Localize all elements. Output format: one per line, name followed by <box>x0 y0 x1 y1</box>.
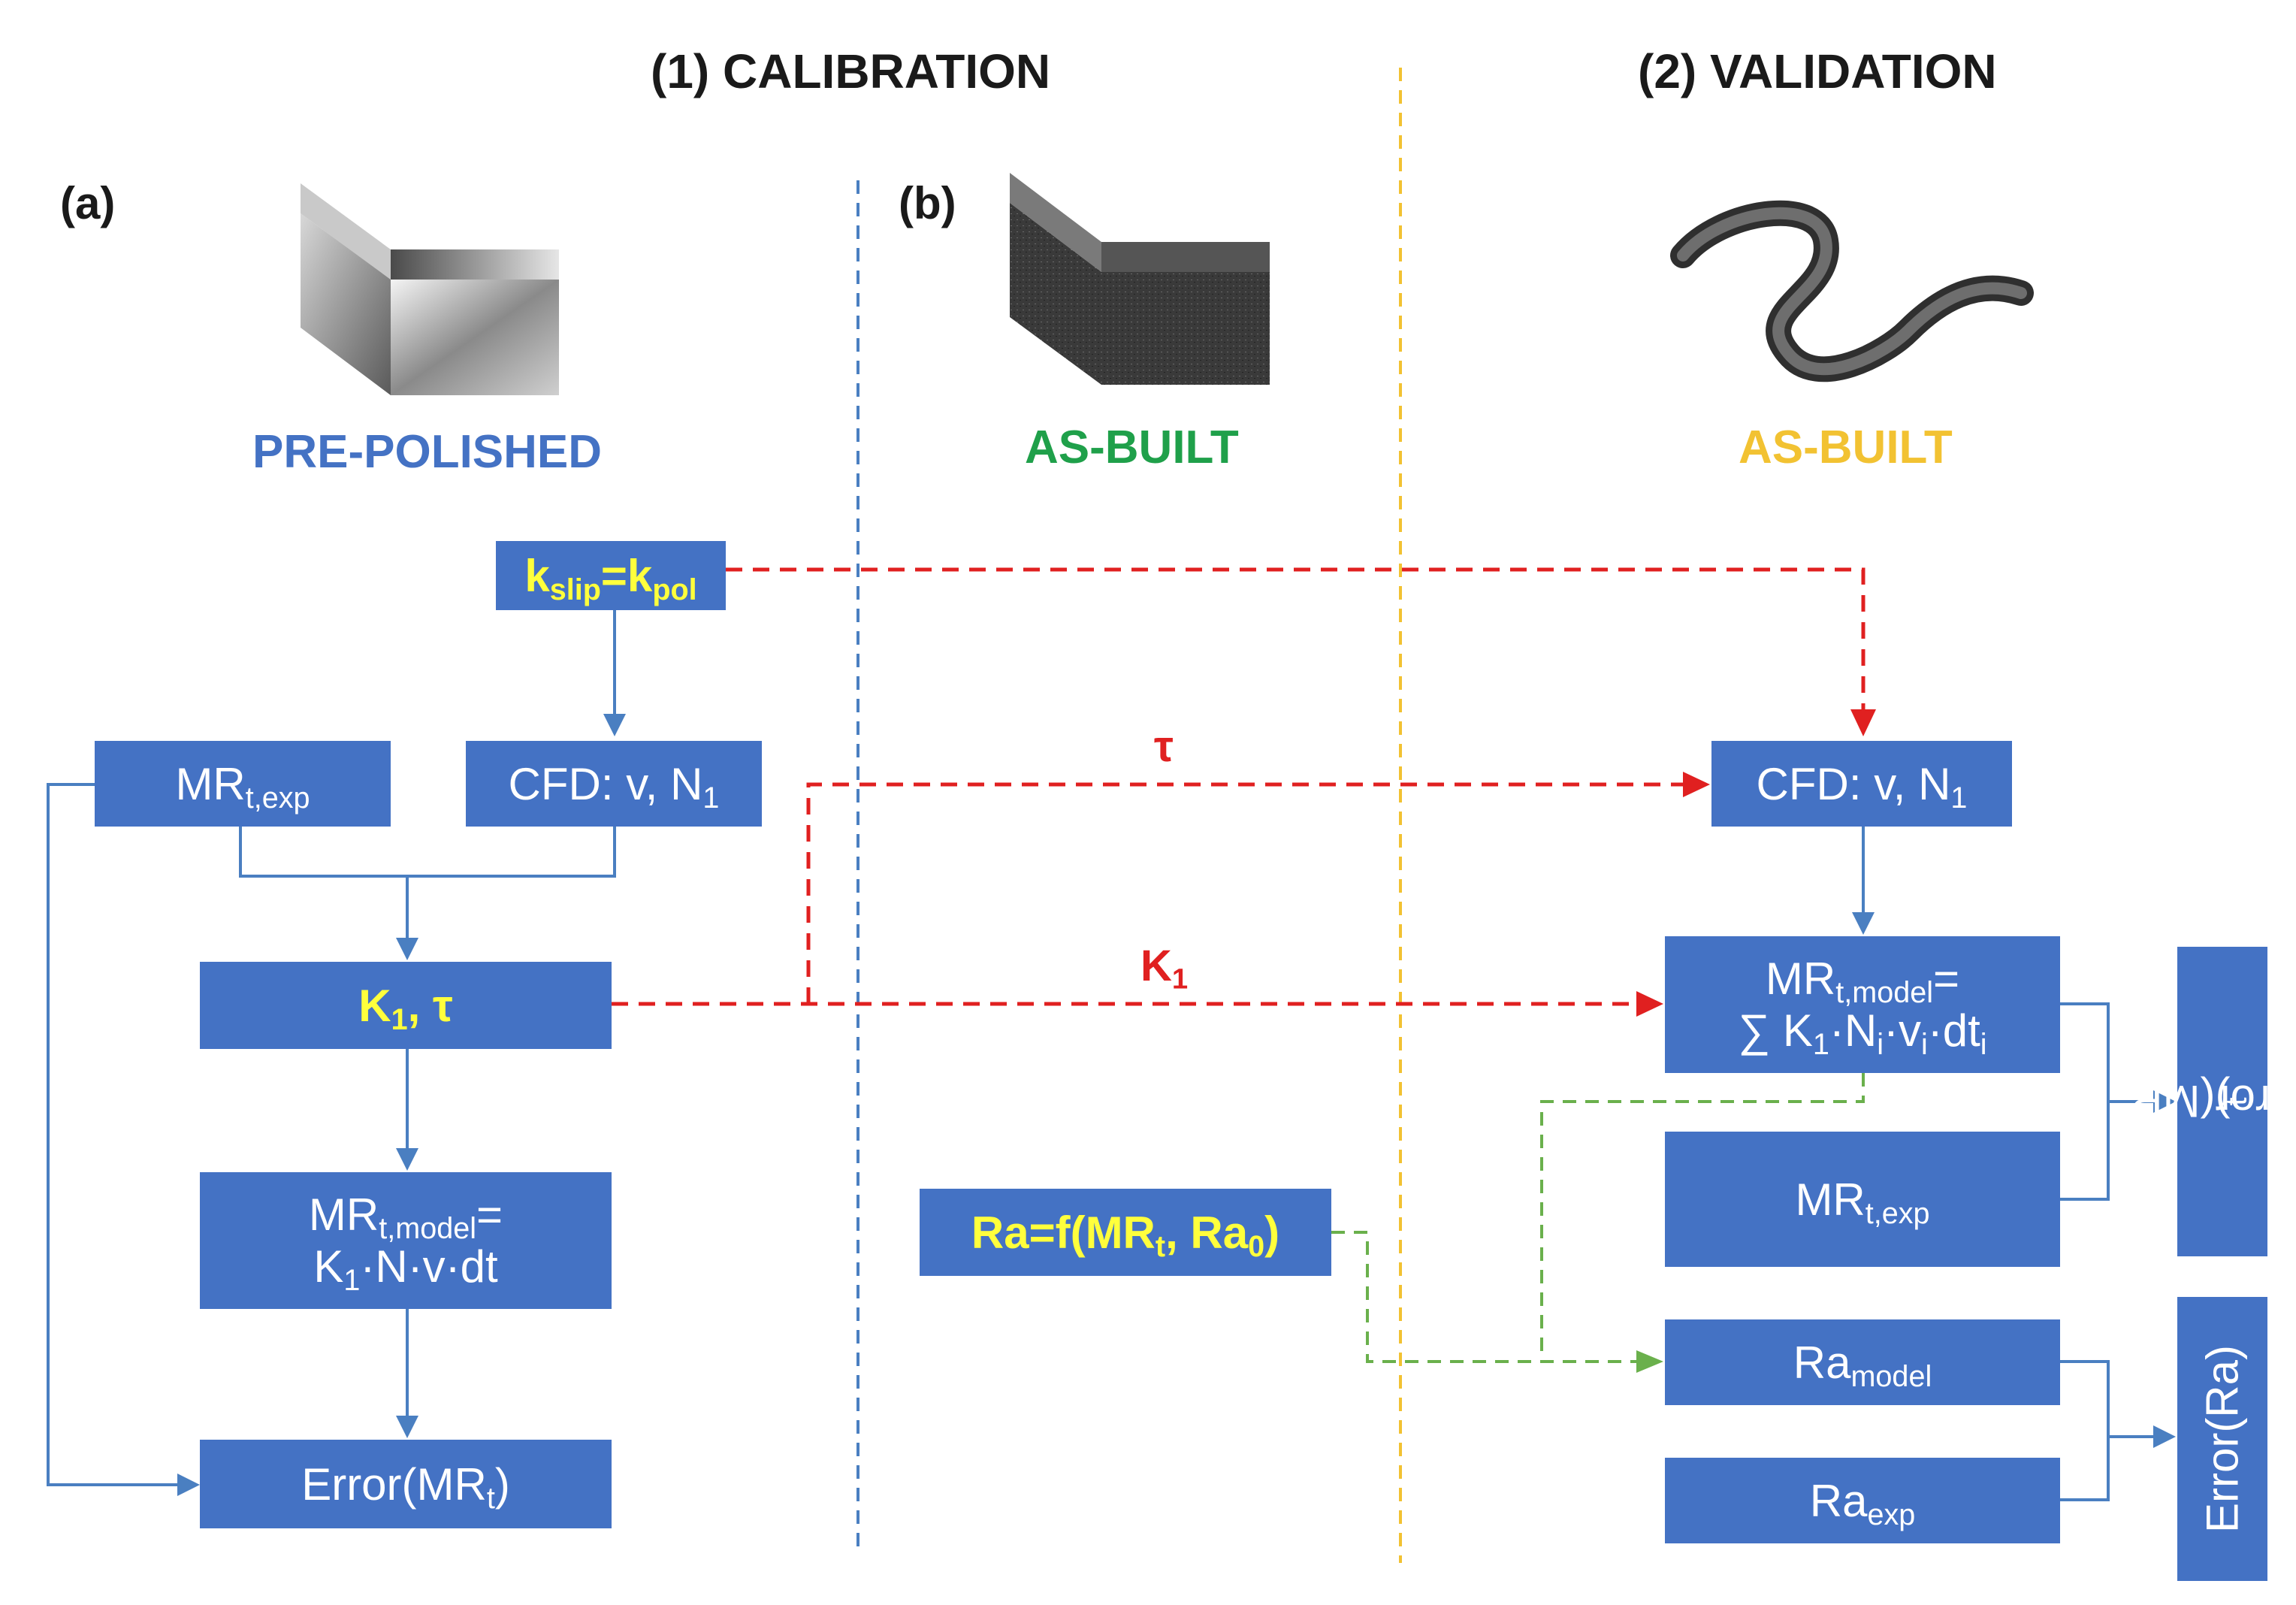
ra-model-box: Ramodel <box>1665 1319 2060 1405</box>
panel-label-a: (a) <box>60 178 116 228</box>
arrow-kslip-to-cfd <box>603 610 626 736</box>
error-mrt-box-left: Error(MRt) <box>200 1440 612 1528</box>
mrt-exp-box-right: MRt,exp <box>1665 1132 2060 1267</box>
arrow-k1-to-model <box>396 1049 418 1171</box>
mrt-exp-box-left: MRt,exp <box>95 741 391 827</box>
rough-bent-plate-icon <box>1010 173 1270 385</box>
connector-inputs-to-k1 <box>239 827 616 960</box>
green-arrow-ra-to-ramodel <box>1331 1073 1865 1373</box>
error-mrt-box-right: Error(MRt) <box>2130 947 2296 1256</box>
red-arrow-kslip-to-validation <box>726 567 1876 736</box>
arrow-model-to-error <box>396 1309 418 1438</box>
mrt-model-box-right: MRt,model= ∑ K1·Ni·vi·dti <box>1665 936 2060 1073</box>
label-as-built-calibration: AS-BUILT <box>1025 422 1239 473</box>
arrow-label-tau: τ <box>1154 722 1174 771</box>
arrow-cfd-to-model-right <box>1852 827 1875 935</box>
mrt-model-box-left: MRt,model= K1·N·v·dt <box>200 1172 612 1309</box>
arrow-label-k1: K1 <box>1140 942 1189 996</box>
header-calibration: (1) CALIBRATION <box>651 44 1051 98</box>
kslip-kpol-box: kslip=kpol <box>496 541 726 610</box>
red-arrow-k1-to-model <box>612 991 1663 1017</box>
label-pre-polished: PRE-POLISHED <box>252 426 603 478</box>
error-ra-box: Error(Ra) <box>2177 1297 2267 1581</box>
red-arrow-tau-to-cfd <box>806 772 1710 1004</box>
connector-ra-to-error <box>2060 1360 2176 1501</box>
cfd-box-right: CFD: v, N1 <box>1711 741 2012 827</box>
connector-mrt-to-error <box>2060 1002 2176 1201</box>
label-as-built-validation: AS-BUILT <box>1739 422 1953 473</box>
panel-label-b: (b) <box>899 178 956 228</box>
cfd-box-left: CFD: v, N1 <box>466 741 762 827</box>
ra-function-box: Ra=f(MRt, Ra0) <box>920 1189 1331 1276</box>
polished-bent-plate-icon <box>301 183 559 395</box>
s-shaped-channel-icon <box>1670 200 2034 382</box>
k1-tau-box: K1, τ <box>200 962 612 1049</box>
arrow-mrt-exp-to-error <box>47 783 200 1496</box>
ra-exp-box: Raexp <box>1665 1458 2060 1543</box>
header-validation: (2) VALIDATION <box>1638 44 1997 98</box>
